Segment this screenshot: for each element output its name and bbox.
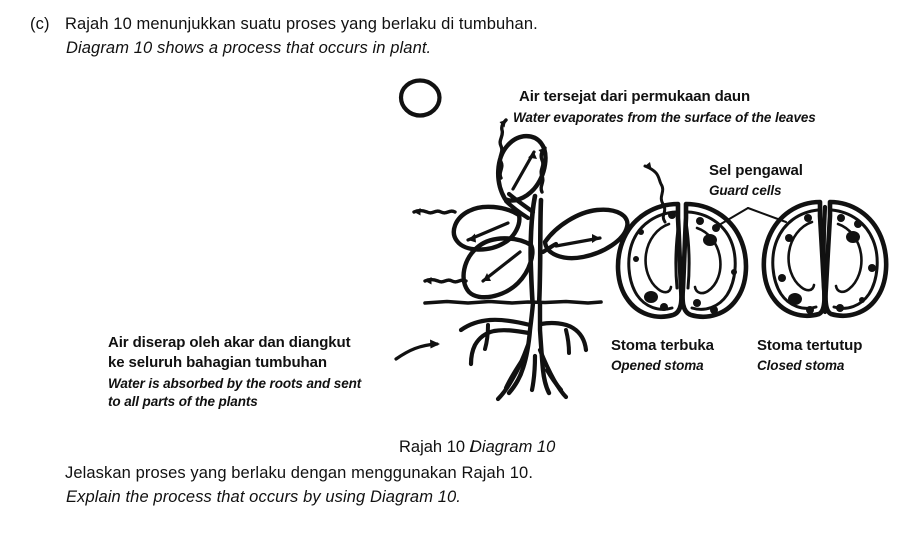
guard-cells-label-en: Guard cells: [709, 183, 782, 198]
seedling-plant: [451, 133, 630, 305]
instruction-bm: Jelaskan proses yang berlaku dengan meng…: [65, 464, 534, 482]
stoma-open-figure: [615, 201, 749, 320]
closed-stoma-label-bm: Stoma tertutup: [757, 337, 863, 354]
root-system: [458, 300, 589, 402]
sun-circle: [398, 78, 442, 118]
question-stem-en: Diagram 10 shows a process that occurs i…: [66, 39, 432, 57]
instruction-en: Explain the process that occurs by using…: [66, 488, 461, 506]
opened-stoma-label-bm: Stoma terbuka: [611, 337, 714, 354]
diagram-caption-en: Diagram 10: [470, 438, 556, 456]
opened-stoma-label-en: Opened stoma: [611, 358, 704, 373]
absorption-label-en-line1: Water is absorbed by the roots and sent: [108, 376, 362, 391]
evaporation-label-bm: Air tersejat dari permukaan daun: [519, 88, 751, 105]
question-stem-bm: Rajah 10 menunjukkan suatu proses yang b…: [65, 15, 538, 33]
absorption-label-en-line2: to all parts of the plants: [108, 394, 258, 409]
evaporation-arrows: [412, 118, 667, 285]
diagram-caption-bm: Rajah 10 /: [399, 438, 475, 456]
closed-stoma-label-en: Closed stoma: [757, 358, 845, 373]
absorption-arrow: [394, 339, 440, 361]
absorption-label-bm-line1: Air diserap oleh akar dan diangkut: [108, 334, 351, 351]
soil-line: [423, 299, 603, 305]
question-item-letter: (c): [30, 15, 50, 33]
stoma-closed-figure: [761, 199, 889, 319]
evaporation-label-en: Water evaporates from the surface of the…: [513, 110, 816, 125]
absorption-label-bm-line2: ke seluruh bahagian tumbuhan: [108, 354, 327, 371]
guard-cells-label-bm: Sel pengawal: [709, 162, 803, 179]
